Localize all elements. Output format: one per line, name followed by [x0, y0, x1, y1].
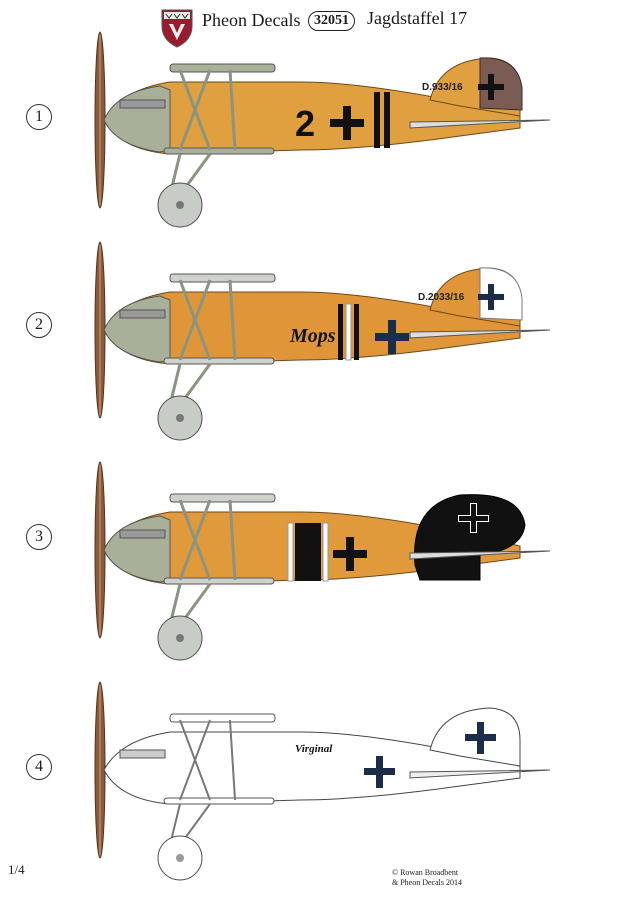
tail-cross	[465, 722, 496, 754]
product-code: 32051	[307, 11, 355, 31]
aircraft-name: Mops	[289, 325, 336, 347]
brand-title: Pheon Decals 32051	[202, 10, 355, 31]
aircraft-name: Virginal	[295, 743, 333, 755]
tail-cross	[478, 74, 504, 100]
aircraft-profile-1: D.933/16 2	[94, 31, 551, 228]
fuselage-cross	[330, 106, 364, 140]
profile-number-2: 2	[26, 312, 54, 340]
unit-title: Jagdstaffel 17	[367, 8, 468, 28]
propeller	[94, 31, 106, 209]
profile-number-1: 1	[26, 104, 54, 132]
aircraft-profile-3	[94, 461, 551, 661]
tail-cross	[478, 284, 504, 310]
aircraft-profile-4: Virginal	[94, 681, 551, 881]
copyright-credit: © Rowan Broadbent & Pheon Decals 2014	[392, 868, 462, 888]
fuselage-cross	[364, 756, 395, 788]
fuselage-cross	[375, 320, 409, 354]
fuselage-code: 2	[295, 103, 315, 144]
profile-number-3: 3	[26, 524, 54, 552]
propeller	[94, 241, 106, 419]
credit-line-2: & Pheon Decals 2014	[392, 878, 462, 887]
page-header: Pheon Decals 32051 Jagdstaffel 17	[0, 0, 636, 60]
serial-number: D.2033/16	[418, 292, 465, 303]
brand-name: Pheon Decals	[202, 10, 301, 30]
credit-line-1: © Rowan Broadbent	[392, 868, 459, 877]
profile-number-4: 4	[26, 754, 54, 782]
fuselage-cross	[333, 537, 367, 571]
serial-number: D.933/16	[422, 82, 463, 93]
aircraft-profile-2: D.2033/16 Mops	[94, 241, 551, 441]
tail-cross	[458, 503, 489, 533]
page-number: 1/4	[8, 862, 25, 877]
pheon-shield-logo	[161, 9, 193, 48]
